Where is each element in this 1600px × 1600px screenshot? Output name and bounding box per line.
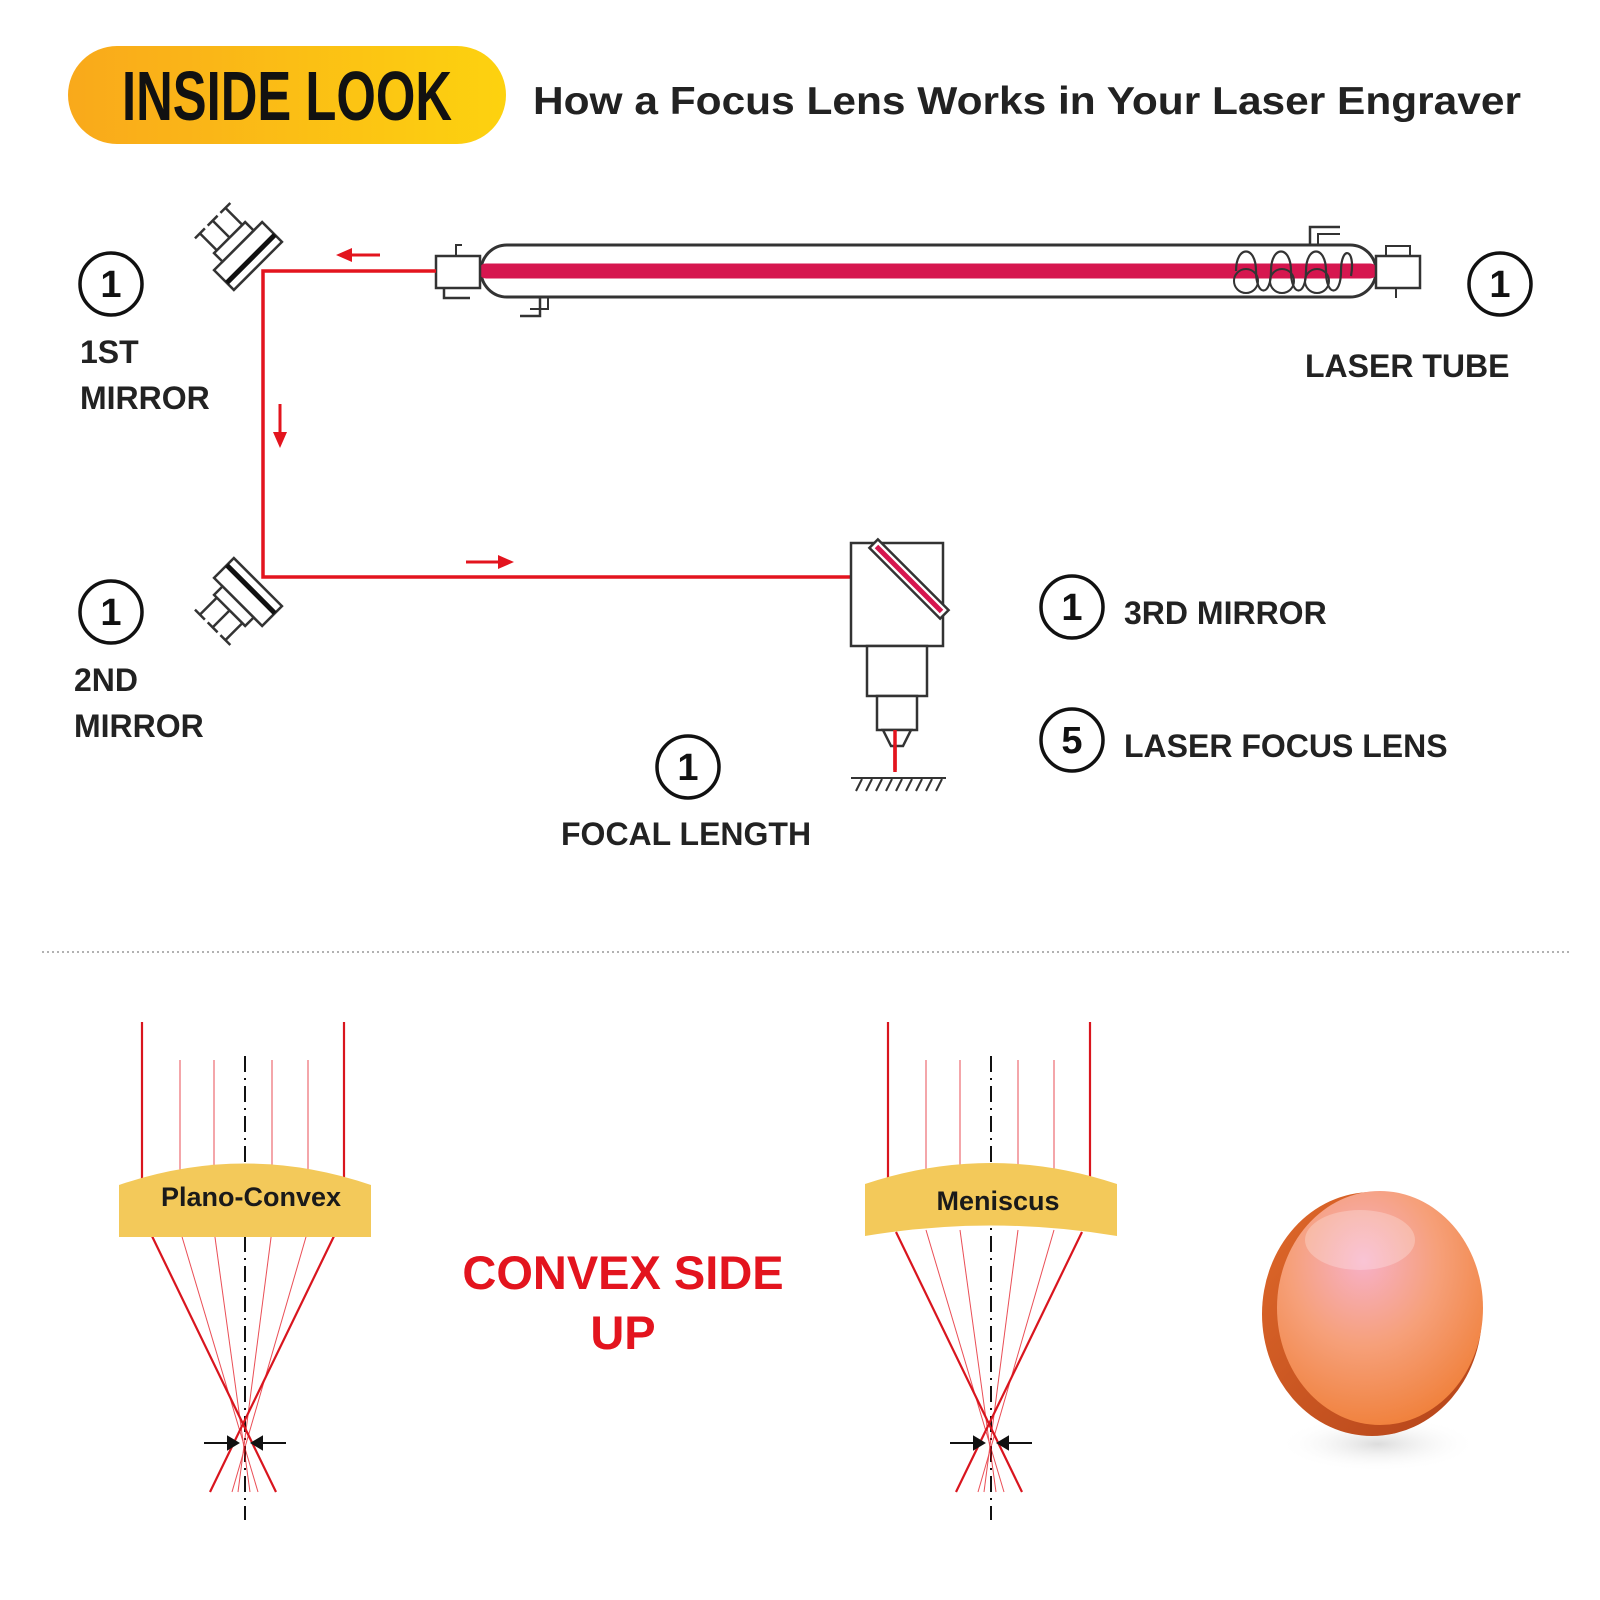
svg-text:FOCAL LENGTH: FOCAL LENGTH [561,816,811,852]
svg-text:1: 1 [100,592,121,634]
meniscus-diagram: Meniscus [865,1022,1117,1520]
tube-coil [1234,250,1354,292]
svg-text:1: 1 [1061,587,1082,629]
third-mirror-icon [867,537,951,621]
plano-convex-label: Plano-Convex [161,1182,341,1212]
orientation-note-line1: CONVEX SIDE [462,1246,783,1299]
beam-direction-arrows [273,248,514,569]
orientation-note-line2: UP [590,1306,655,1359]
header: INSIDE LOOK How a Focus Lens Works in Yo… [68,46,1521,144]
label-focus-lens: 5 LASER FOCUS LENS [1039,707,1448,773]
second-mirror-icon [194,556,284,646]
meniscus-label: Meniscus [936,1186,1059,1216]
spot-size-arrows [950,1435,1032,1451]
svg-text:2ND: 2ND [74,662,138,698]
focus-lens-product-icon [1262,1191,1483,1472]
header-subtitle: How a Focus Lens Works in Your Laser Eng… [533,80,1521,123]
badge-text: INSIDE LOOK [122,57,452,135]
work-surface-icon [851,777,946,792]
svg-text:3RD MIRROR: 3RD MIRROR [1124,595,1327,631]
label-laser-tube: 1 LASER TUBE [1305,251,1533,384]
first-mirror-icon [194,202,284,292]
spot-size-arrows [204,1435,286,1451]
label-third-mirror: 1 3RD MIRROR [1039,574,1327,640]
laser-tube-icon [434,225,1422,318]
svg-text:1: 1 [100,264,121,306]
svg-text:MIRROR: MIRROR [80,380,210,416]
laser-beam-path [261,269,897,770]
svg-text:1ST: 1ST [80,334,139,370]
label-first-mirror: 1 1ST MIRROR [78,251,210,416]
label-second-mirror: 1 2ND MIRROR [74,579,204,744]
svg-text:LASER FOCUS LENS: LASER FOCUS LENS [1124,728,1448,764]
svg-text:1: 1 [1489,264,1510,306]
plano-convex-lens [119,1163,371,1237]
svg-text:LASER TUBE: LASER TUBE [1305,348,1509,384]
header-badge [68,46,506,144]
svg-text:MIRROR: MIRROR [74,708,204,744]
svg-text:5: 5 [1061,720,1082,762]
meniscus-lens [865,1163,1117,1236]
plano-convex-diagram: Plano-Convex [119,1022,371,1520]
svg-text:1: 1 [677,747,698,789]
label-focal-length: 1 FOCAL LENGTH [561,734,811,852]
